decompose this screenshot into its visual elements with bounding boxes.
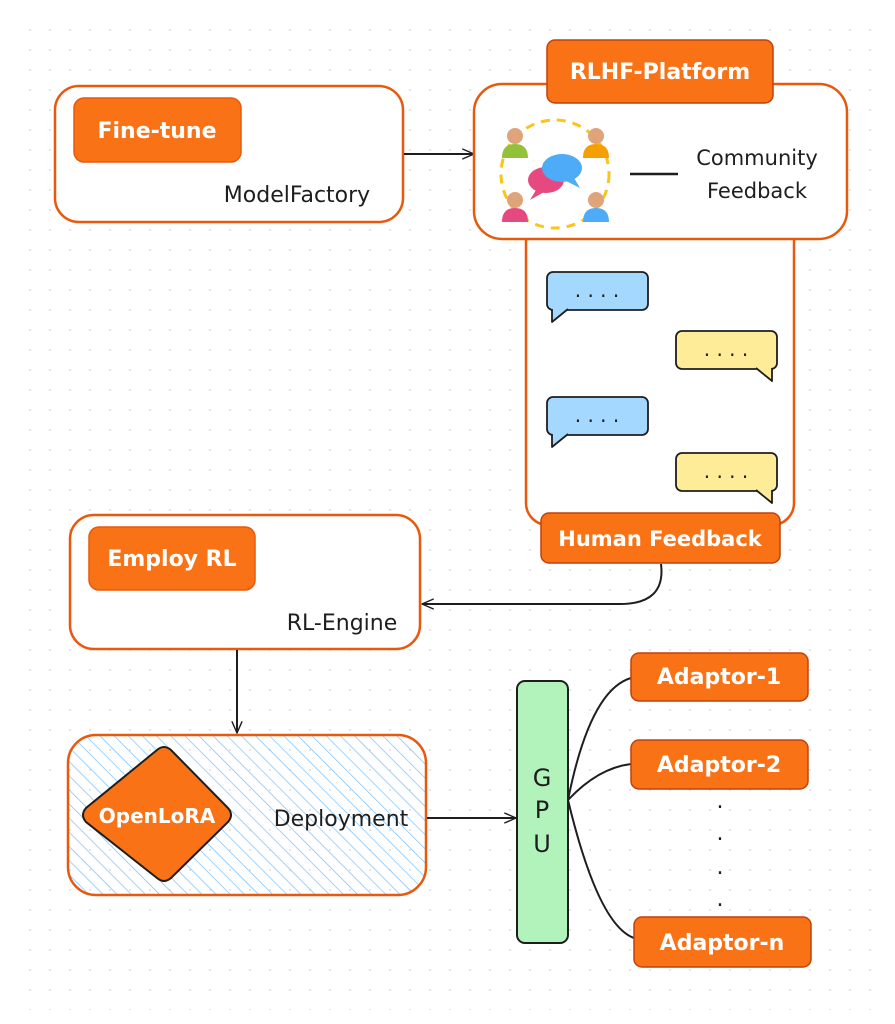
employ-rl-label: Employ RL	[107, 547, 236, 572]
model-factory-label: ModelFactory	[224, 183, 370, 208]
chat-bubble-1-text: . . . .	[575, 278, 620, 302]
adaptor-n: Adaptor-n	[633, 916, 812, 968]
deployment-group: OpenLoRA Deployment	[66, 733, 428, 897]
model-factory-group: Fine-tune ModelFactory	[53, 84, 405, 224]
arrow-feedback-to-rl-engine	[421, 563, 663, 610]
gpu-block[interactable]	[516, 680, 569, 944]
openlora-label: OpenLoRA	[99, 804, 216, 828]
rl-engine-label: RL-Engine	[287, 611, 398, 636]
adaptor-2: Adaptor-2	[630, 739, 809, 790]
connector-gpu-adaptor-2	[567, 763, 632, 801]
gpu-letter-p: P	[535, 796, 549, 824]
chat-bubble-3: . . . .	[546, 396, 649, 448]
rlhf-platform-tab[interactable]	[546, 39, 774, 104]
adaptor-1-label: Adaptor-1	[657, 665, 781, 690]
ellipsis-dot-2: .	[717, 821, 724, 846]
ellipsis-dot-1: .	[717, 789, 724, 814]
adaptor-1: Adaptor-1	[630, 652, 809, 702]
ellipsis-dot-3: .	[717, 855, 724, 880]
connector-gpu-adaptor-1	[567, 677, 632, 801]
adaptor-ellipsis: . . . .	[717, 789, 724, 912]
fine-tune-box[interactable]	[73, 97, 242, 163]
adaptor-n-label: Adaptor-n	[660, 931, 785, 956]
openlora-diamond[interactable]	[82, 746, 232, 882]
chat-bubble-2: . . . .	[675, 330, 778, 382]
human-feedback-label: Human Feedback	[558, 527, 763, 551]
human-feedback-tab[interactable]	[540, 512, 781, 564]
adaptor-1-box[interactable]	[630, 652, 809, 702]
chat-bubble-3-text: . . . .	[575, 403, 620, 427]
fine-tune-label: Fine-tune	[97, 119, 216, 144]
employ-rl-box[interactable]	[88, 526, 256, 591]
rlhf-platform-group: RLHF-Platform Community Feedback	[472, 39, 849, 564]
ellipsis-dot-4: .	[717, 887, 724, 912]
community-label-line2: Feedback	[707, 179, 808, 203]
deployment-label: Deployment	[274, 807, 409, 832]
adaptor-n-box[interactable]	[633, 916, 812, 968]
chat-bubble-4: . . . .	[675, 452, 778, 504]
community-icon	[499, 118, 611, 230]
community-label-line1: Community	[696, 146, 818, 170]
adaptor-2-box[interactable]	[630, 739, 809, 790]
chat-bubble-2-text: . . . .	[704, 337, 749, 361]
gpu-letter-u: U	[533, 830, 551, 858]
chat-bubble-1: . . . .	[546, 271, 649, 323]
gpu-letter-g: G	[533, 764, 552, 792]
chat-bubble-4-text: . . . .	[704, 459, 749, 483]
connector-gpu-adaptor-n	[567, 799, 635, 939]
rlhf-platform-label: RLHF-Platform	[570, 60, 750, 85]
adaptor-2-label: Adaptor-2	[657, 753, 781, 778]
rl-engine-group: Employ RL RL-Engine	[68, 513, 422, 651]
gpu-group: G P U	[516, 680, 569, 944]
